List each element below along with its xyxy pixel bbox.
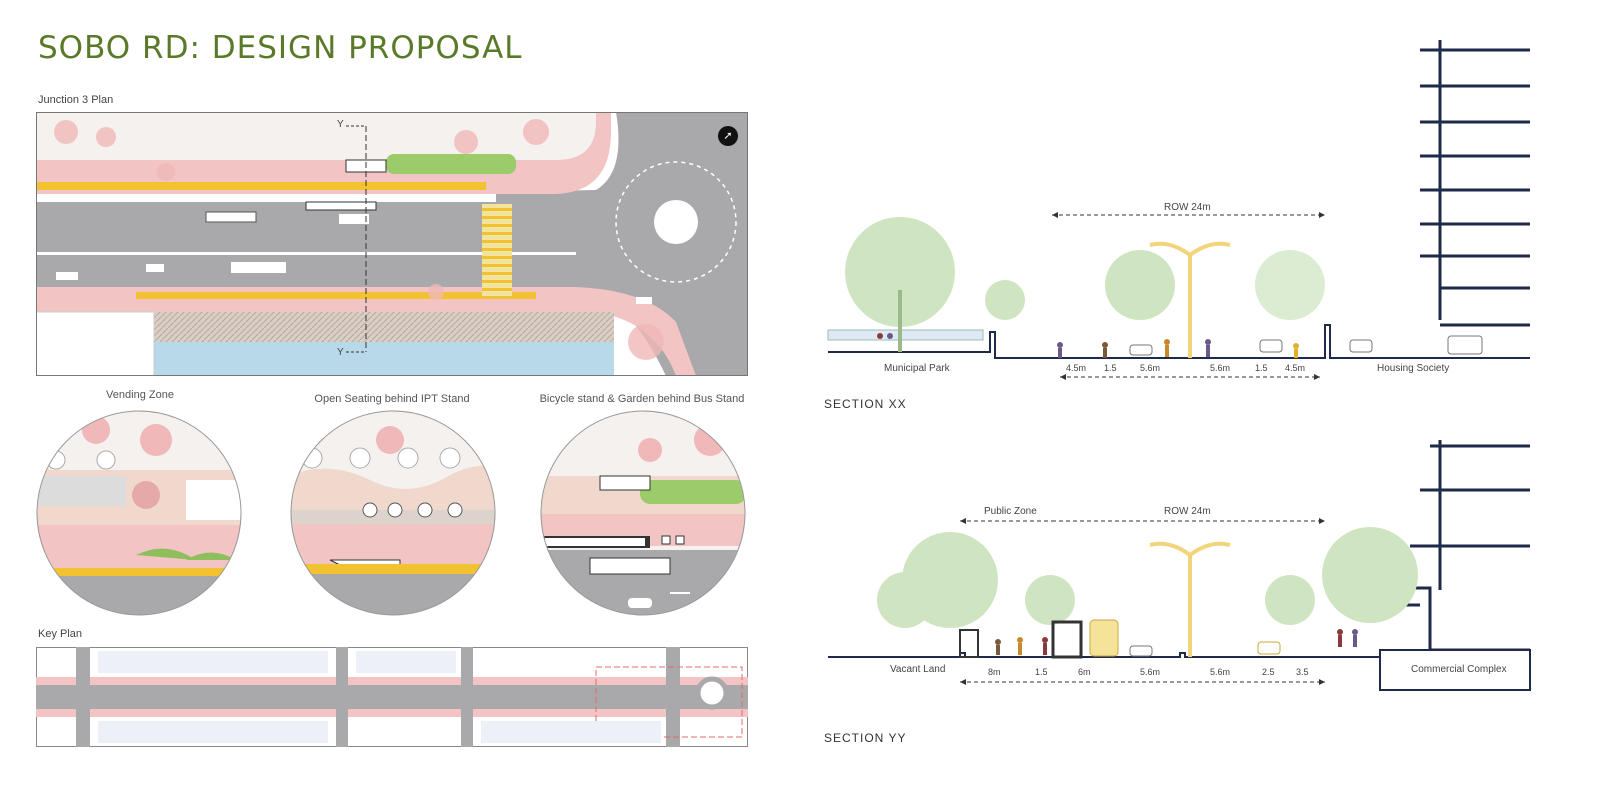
section-yy-left-label: Vacant Land — [890, 664, 946, 675]
section-xx-left-label: Municipal Park — [884, 363, 950, 374]
section-xx-dim-6: 4.5m — [1285, 363, 1306, 373]
cut-marker-top: Y — [337, 119, 344, 130]
section-xx-title: SECTION XX — [824, 397, 907, 411]
circle-label-vending: Vending Zone — [106, 389, 174, 401]
section-xx-dim-4: 5.6m — [1210, 363, 1231, 373]
section-xx-dim-5: 1.5 — [1255, 363, 1268, 373]
section-yy-dim-2: 1.5 — [1035, 667, 1048, 677]
page-title: SOBO RD: DESIGN PROPOSAL — [38, 30, 523, 66]
circle-open-seating — [290, 410, 496, 616]
section-xx-dim-3: 5.6m — [1140, 363, 1161, 373]
section-yy-right-label: Commercial Complex — [1411, 664, 1507, 675]
cut-marker-bottom: Y — [337, 347, 344, 358]
section-yy-dim-4: 5.6m — [1140, 667, 1161, 677]
section-xx-dim-1: 4.5m — [1066, 363, 1087, 373]
key-plan — [36, 647, 748, 747]
junction-plan — [36, 112, 748, 376]
section-xx-drawing — [827, 40, 1530, 380]
section-yy-title: SECTION YY — [824, 731, 907, 745]
section-xx-dim-2: 1.5 — [1104, 363, 1117, 373]
section-yy-public-zone-label: Public Zone — [984, 506, 1037, 517]
key-plan-label: Key Plan — [38, 628, 83, 640]
section-yy-dim-1: 8m — [988, 667, 1001, 677]
circle-vending-zone — [36, 410, 242, 616]
plan-label: Junction 3 Plan — [38, 94, 114, 106]
section-yy-drawing — [828, 440, 1531, 691]
north-arrow-icon: ➚ — [718, 126, 738, 146]
section-yy-row-label: ROW 24m — [1164, 506, 1211, 517]
circle-label-bicycle: Bicycle stand & Garden behind Bus Stand — [539, 393, 745, 405]
section-yy-dim-5: 5.6m — [1210, 667, 1231, 677]
circle-label-seating: Open Seating behind IPT Stand — [314, 393, 470, 405]
section-yy-dim-3: 6m — [1078, 667, 1091, 677]
section-xx-right-label: Housing Society — [1377, 363, 1450, 374]
section-yy-dim-7: 3.5 — [1296, 667, 1309, 677]
section-yy-dim-6: 2.5 — [1262, 667, 1275, 677]
section-xx-row-label: ROW 24m — [1164, 202, 1211, 213]
circle-bicycle-garden — [540, 410, 746, 616]
